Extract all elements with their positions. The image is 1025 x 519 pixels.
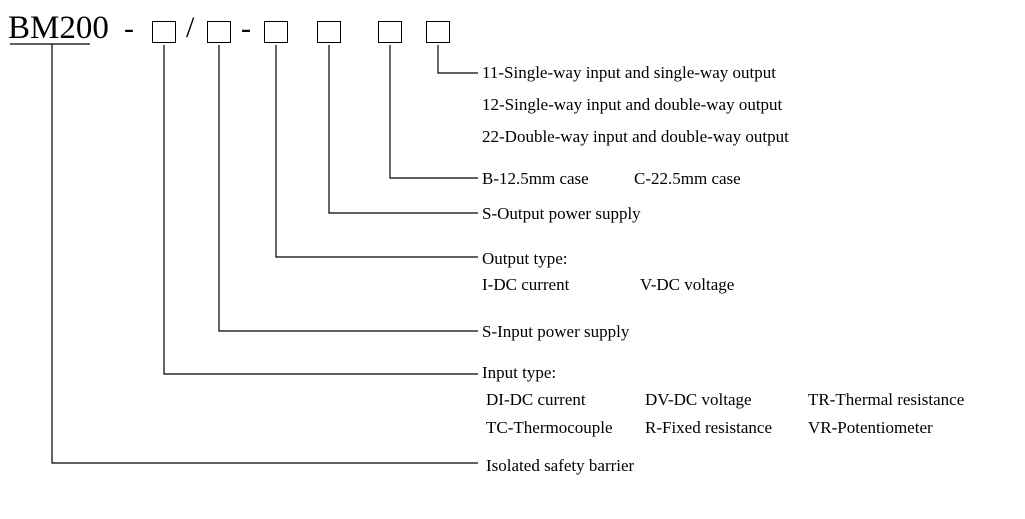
code-box-case (378, 21, 402, 43)
label-output-power: S-Output power supply (482, 204, 641, 223)
label-input-di: DI-DC current (486, 390, 586, 409)
label-output-v: V-DC voltage (640, 275, 735, 294)
label-case-c: C-22.5mm case (634, 169, 741, 188)
leader-input-type (163, 45, 478, 375)
label-output-i: I-DC current (482, 275, 570, 294)
leader-io-config (437, 45, 478, 74)
model-separator-dash-2: - (241, 12, 251, 45)
leader-output-power (328, 45, 478, 214)
code-box-output-type (264, 21, 288, 43)
label-input-dv: DV-DC voltage (645, 390, 752, 409)
code-box-input-power (207, 21, 231, 43)
label-io-12: 12-Single-way input and double-way outpu… (482, 95, 783, 114)
label-input-power: S-Input power supply (482, 322, 630, 341)
leader-product (51, 44, 478, 464)
leader-output-type (275, 45, 478, 258)
label-output-type-title: Output type: (482, 249, 568, 268)
leader-case (389, 45, 478, 179)
label-input-vr: VR-Potentiometer (808, 418, 933, 437)
code-box-output-power (317, 21, 341, 43)
label-input-r: R-Fixed resistance (645, 418, 772, 437)
label-input-tc: TC-Thermocouple (486, 418, 613, 437)
model-prefix: BM200 (8, 10, 109, 46)
label-input-type-title: Input type: (482, 363, 557, 382)
label-input-tr: TR-Thermal resistance (808, 390, 965, 409)
code-box-io-config (426, 21, 450, 43)
leader-input-power (218, 45, 478, 332)
label-io-11: 11-Single-way input and single-way outpu… (482, 63, 776, 82)
model-separator-dash-1: - (124, 12, 134, 45)
model-separator-slash: / (186, 11, 195, 44)
label-product: Isolated safety barrier (486, 456, 635, 475)
code-box-input-type (152, 21, 176, 43)
label-case-b: B-12.5mm case (482, 169, 589, 188)
label-io-22: 22-Double-way input and double-way outpu… (482, 127, 789, 146)
